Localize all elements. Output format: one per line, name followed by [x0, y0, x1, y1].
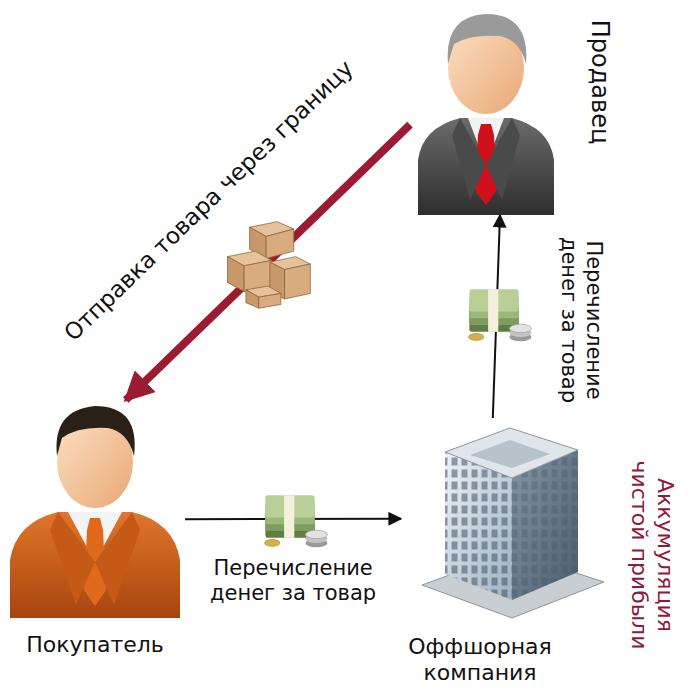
buyer-figure [10, 406, 180, 618]
node-text: Покупатель [26, 632, 164, 658]
shipping-arrow [126, 125, 410, 400]
node-text: Продавец [586, 20, 615, 145]
edge-label: Перечисление денег за товар [193, 556, 393, 606]
office-building [445, 428, 578, 478]
edge-label: Перечисление денег за товар [556, 220, 606, 420]
edge-label: Отправка товара через границу [59, 55, 359, 347]
node-text: Оффшорная компания [405, 634, 555, 687]
money-stack [469, 289, 532, 341]
office-building [422, 428, 604, 618]
person-node: Продавец [410, 0, 635, 215]
buyer-figure [50, 512, 95, 605]
person-node: Покупатель [0, 400, 185, 665]
parcel-pile [228, 222, 311, 308]
seller-figure [452, 118, 486, 200]
money-stack [265, 495, 328, 547]
seller-figure [486, 118, 520, 200]
seller-figure [448, 14, 527, 64]
buyer-figure [95, 512, 140, 605]
buyer-figure [56, 406, 134, 456]
office-building [470, 440, 550, 468]
seller-figure [418, 14, 554, 215]
buyer-figure [10, 512, 180, 618]
note-label: Аккумуляция чистой прибыли [626, 448, 679, 663]
company-node: Оффшорная компания [401, 418, 605, 698]
seller-figure [418, 118, 554, 215]
